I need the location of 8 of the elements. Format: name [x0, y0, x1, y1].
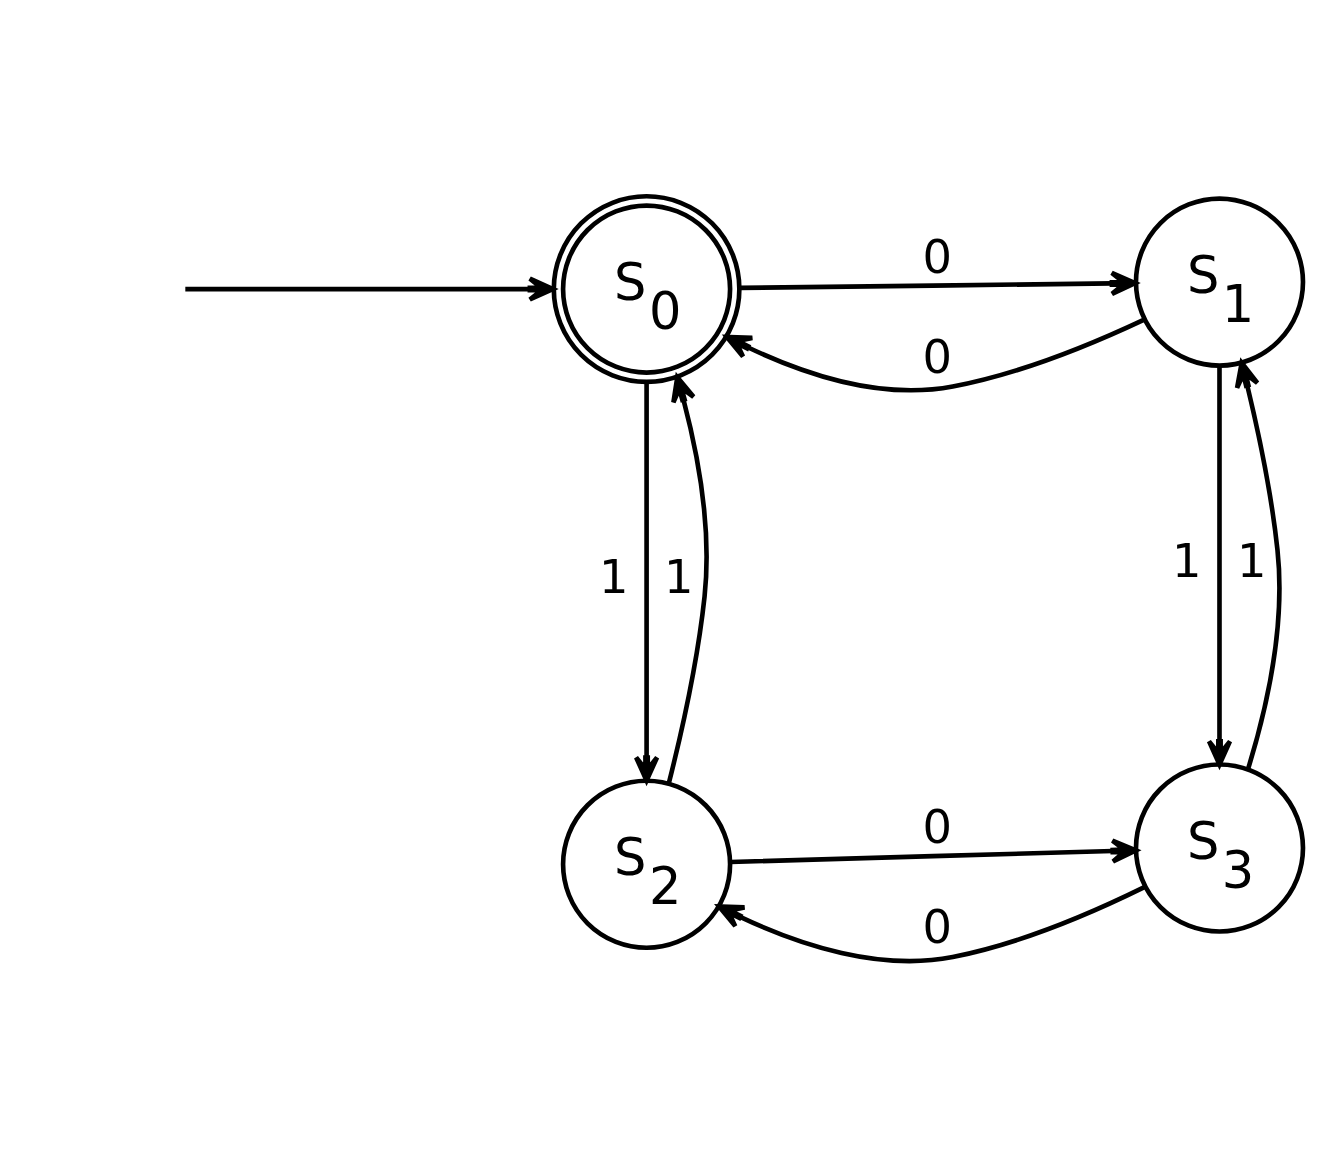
- edge-label: 1: [663, 549, 694, 604]
- edge-label: 0: [922, 899, 953, 954]
- edge-label: 0: [922, 799, 953, 854]
- edge-label: 0: [922, 329, 953, 384]
- edge-label: 1: [1171, 533, 1202, 588]
- edge-label: 0: [922, 229, 953, 284]
- edge-label: 1: [599, 549, 629, 604]
- edge-label: 1: [1236, 533, 1267, 588]
